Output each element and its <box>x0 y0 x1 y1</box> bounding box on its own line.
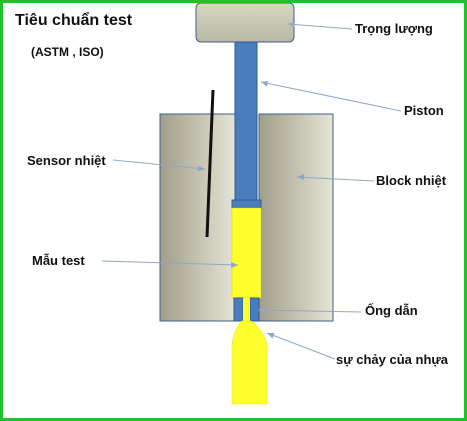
leader-melt <box>266 332 336 360</box>
label-test-sample: Mẫu test <box>32 253 85 268</box>
diagram-subtitle: (ASTM , ISO) <box>31 45 104 59</box>
melt-flow-shape <box>231 320 268 405</box>
arrowhead-sample <box>231 262 238 268</box>
label-piston: Piston <box>404 103 444 118</box>
nozzle-wall-left <box>233 297 244 322</box>
nozzle-wall-right <box>249 297 260 322</box>
diagram-title: Tiêu chuẩn test <box>15 12 133 29</box>
test-sample-shape <box>231 207 262 299</box>
nozzle-channel <box>243 298 250 321</box>
label-melt-flow: sự chảy của nhựa <box>336 352 449 367</box>
arrowhead-piston <box>261 81 268 87</box>
leader-sample <box>101 260 239 266</box>
arrowhead-sensor <box>197 165 205 172</box>
leader-block <box>296 176 375 182</box>
leader-sensor <box>112 159 206 170</box>
label-heat-block: Block nhiệt <box>376 173 447 188</box>
arrowhead-weight <box>288 21 295 27</box>
melt-flow-diagram <box>101 3 402 405</box>
heat-block-left <box>159 113 236 322</box>
thermal-sensor-shape <box>205 89 215 238</box>
label-thermal-sensor: Sensor nhiệt <box>27 153 106 168</box>
leader-piston <box>260 81 402 112</box>
leader-arrowheads <box>197 21 304 339</box>
arrowhead-block <box>297 174 304 180</box>
piston-head <box>231 199 262 209</box>
weight-shape <box>195 3 295 43</box>
leader-lines <box>101 23 402 360</box>
arrowhead-melt <box>267 333 275 339</box>
leader-nozzle <box>257 309 362 313</box>
label-nozzle: Ống dẫn <box>365 303 418 318</box>
arrowhead-nozzle <box>258 307 265 313</box>
label-weight: Trọng lượng <box>355 21 433 36</box>
leader-weight <box>287 23 353 30</box>
piston-rod <box>234 41 258 201</box>
heat-block-right <box>258 113 334 322</box>
